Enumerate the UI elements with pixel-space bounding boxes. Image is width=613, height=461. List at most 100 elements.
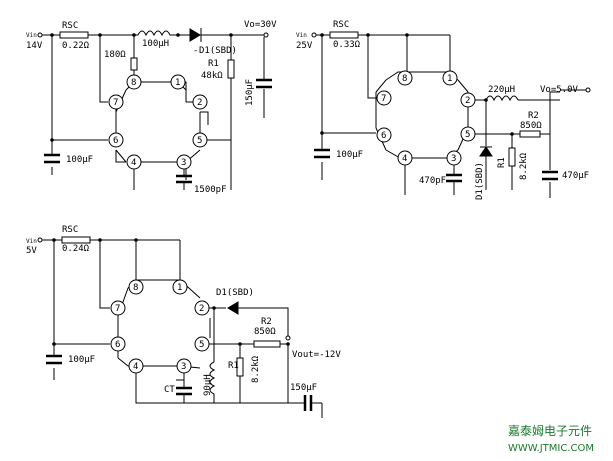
c1-pin-5: 5	[192, 132, 208, 148]
c1-inductor-value: 100μH	[142, 39, 169, 49]
c1-r180-value: 180Ω	[104, 50, 126, 60]
svg-text:2: 2	[197, 98, 202, 108]
c1-vin-terminal	[37, 32, 43, 38]
c3-diode-label: D1(SBD)	[216, 288, 254, 298]
c3-rsc-value: 0.24Ω	[62, 244, 90, 254]
c2-cout: 470μF	[562, 171, 589, 181]
svg-text:8: 8	[131, 78, 136, 88]
svg-text:4: 4	[131, 158, 136, 168]
c1-vin-value: 14V	[26, 41, 43, 51]
svg-text:3: 3	[181, 362, 186, 372]
c2-inductor	[485, 95, 519, 102]
c1-diode-label: D1(SBD)	[199, 46, 237, 56]
c2-diode	[479, 146, 493, 157]
c3-vin-label: Vin	[26, 238, 37, 245]
c2-r1-label: R1	[497, 157, 507, 168]
c1-pin-7: 7	[108, 94, 124, 110]
c2-inductor-value: 220μH	[488, 85, 515, 95]
svg-text:6: 6	[113, 136, 118, 146]
c3-r2	[253, 340, 281, 348]
svg-text:5: 5	[199, 340, 204, 350]
c1-diode	[189, 28, 201, 42]
c1-r180	[130, 57, 138, 71]
watermark-url: WWW.JTMIC.COM	[508, 443, 594, 454]
c1-r1	[227, 59, 235, 79]
c2-vin-value: 25V	[296, 41, 313, 51]
c3-r1	[236, 357, 244, 377]
c3-pin-8: 8	[128, 279, 144, 295]
svg-text:1: 1	[175, 78, 180, 88]
c1-r1-label: R1	[208, 59, 219, 69]
c2-rsc-value: 0.33Ω	[333, 40, 361, 50]
svg-text:7: 7	[381, 94, 386, 104]
c3-pin-1: 1	[172, 279, 188, 295]
c3-vin-value: 5V	[26, 246, 37, 256]
c2-vo: Vo=5.0V	[540, 85, 579, 95]
circuit-2: Vin 25V RSC 0.33Ω 100μF 8 1 7	[296, 20, 591, 200]
c2-pin-8: 8	[397, 70, 413, 86]
c1-vo-terminal	[263, 32, 269, 38]
c3-diode	[227, 301, 239, 315]
c3-r2-label: R2	[261, 317, 272, 327]
c2-pin-5: 5	[460, 126, 476, 142]
c2-vo-terminal	[585, 87, 591, 93]
c1-rsc-value: 0.22Ω	[62, 41, 90, 51]
c2-ct: 470pF	[419, 176, 446, 186]
c1-pin-8: 8	[126, 74, 142, 90]
c3-cout: 150μF	[290, 383, 317, 393]
svg-text:4: 4	[402, 154, 407, 164]
svg-text:8: 8	[402, 74, 407, 84]
c2-r1	[508, 147, 516, 167]
c3-r1-value: 8.2kΩ	[251, 355, 261, 383]
c1-ct: 1500pF	[194, 185, 227, 195]
c2-cin: 100μF	[336, 150, 363, 160]
svg-text:6: 6	[381, 131, 386, 141]
c2-vin-terminal	[311, 32, 317, 38]
svg-text:2: 2	[199, 304, 204, 314]
circuit-1: Vin 14V RSC 0.22Ω 100μH - D1(SBD) Vo=30V…	[26, 20, 277, 195]
c1-pin-6: 6	[108, 132, 124, 148]
c1-vo: Vo=30V	[244, 20, 277, 30]
c2-pin-6: 6	[376, 127, 392, 143]
svg-text:7: 7	[113, 98, 118, 108]
c1-vin-label: Vin	[26, 32, 37, 39]
c3-pin-3: 3	[176, 358, 192, 374]
c1-pin-3: 3	[176, 154, 192, 170]
c3-pin-2: 2	[194, 300, 210, 316]
c2-r1-value: 8.2kΩ	[519, 152, 529, 180]
c1-pin-4: 4	[126, 154, 142, 170]
c3-r2-value: 850Ω	[254, 327, 276, 337]
c2-r2-label: R2	[528, 111, 539, 121]
c2-rsc-resistor	[329, 31, 359, 39]
c1-rsc-label: RSC	[62, 21, 78, 31]
c3-vin-terminal	[37, 237, 43, 243]
c3-vout-terminal	[285, 335, 291, 341]
svg-text:5: 5	[197, 136, 202, 146]
watermark-company: 嘉泰姆电子元件	[508, 424, 592, 438]
c3-ct-label: CT	[164, 385, 175, 395]
svg-text:3: 3	[181, 158, 186, 168]
c1-diode-prefix: -	[193, 46, 198, 56]
c2-rsc-label: RSC	[333, 20, 349, 30]
c2-r2	[519, 130, 541, 138]
c3-rsc-label: RSC	[62, 225, 78, 235]
c3-pin-4: 4	[128, 358, 144, 374]
c2-diode-label: D1(SBD)	[475, 162, 485, 200]
c3-rsc-resistor	[61, 236, 91, 244]
circuit-3: Vin 5V RSC 0.24Ω 100μF 8 1 7	[26, 225, 341, 418]
c3-vout: Vout=-12V	[292, 350, 341, 360]
c3-pin-6: 6	[110, 336, 126, 352]
watermark: 嘉泰姆电子元件 WWW.JTMIC.COM	[508, 424, 594, 454]
svg-text:3: 3	[451, 154, 456, 164]
c1-rsc-resistor	[59, 31, 89, 39]
c1-pin-1: 1	[170, 74, 186, 90]
c3-r1-label: R1	[228, 361, 239, 371]
svg-text:1: 1	[447, 74, 452, 84]
svg-text:7: 7	[115, 304, 120, 314]
svg-text:4: 4	[133, 362, 138, 372]
svg-text:2: 2	[465, 96, 470, 106]
svg-text:5: 5	[465, 130, 470, 140]
c3-pin-7: 7	[110, 300, 126, 316]
c2-pin-7: 7	[376, 90, 392, 106]
